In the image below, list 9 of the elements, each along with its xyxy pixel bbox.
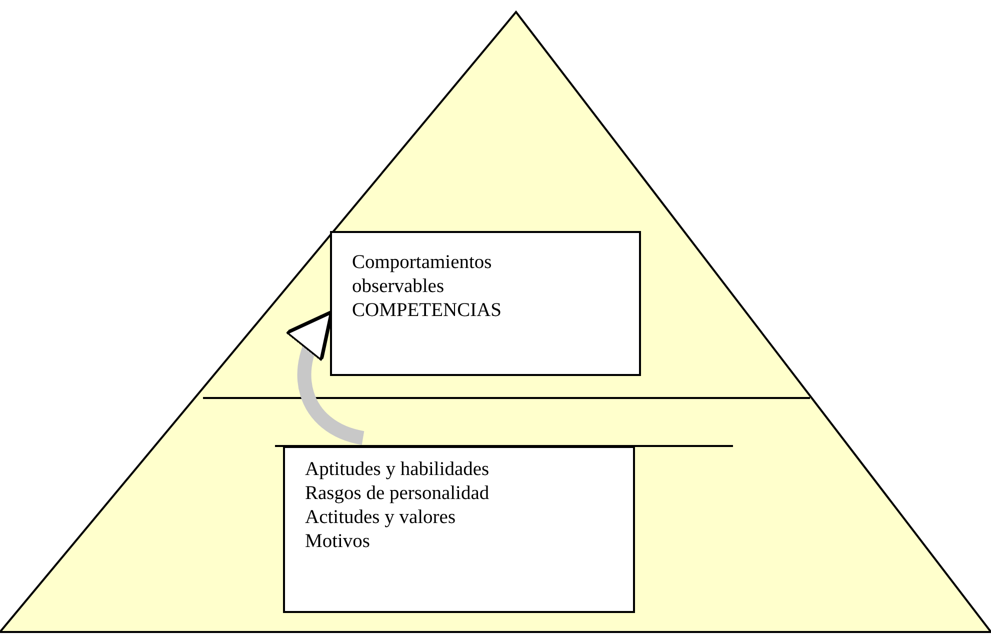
box-text: Aptitudes y habilidades [305, 458, 490, 482]
text-box [283, 446, 635, 613]
box-text: COMPETENCIAS [352, 299, 503, 323]
box-text: Comportamientos observables [352, 251, 493, 299]
box-text: Actitudes y valores [305, 506, 457, 530]
box-text: Rasgos de personalidad [305, 482, 490, 506]
text-box [330, 231, 641, 376]
curved-arrow [285, 310, 365, 445]
box-text: Motivos [305, 530, 372, 554]
